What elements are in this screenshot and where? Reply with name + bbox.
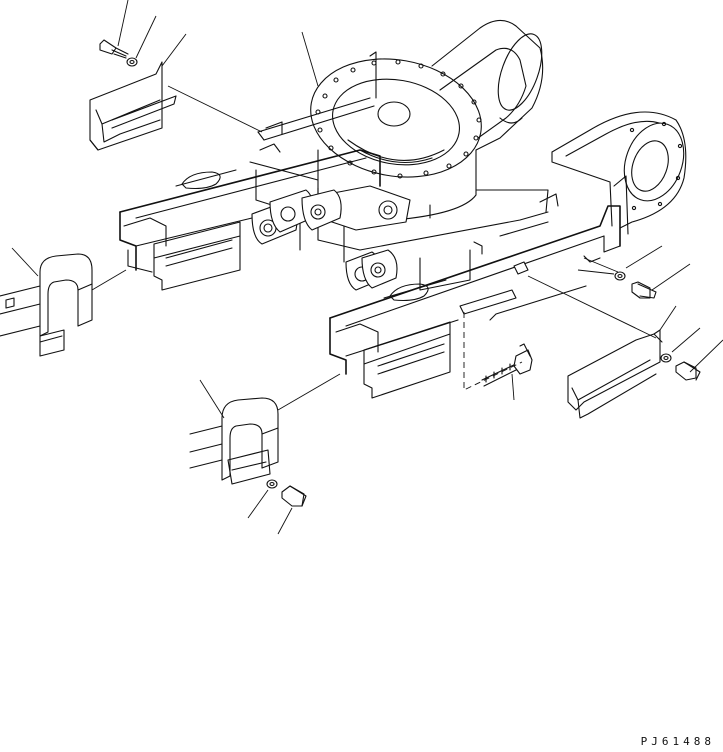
figure-code: PJ61488: [640, 735, 715, 748]
bolt-and-washer-right: [614, 271, 657, 299]
track-frame-right: [329, 205, 621, 399]
guard-plate-upper-left: [89, 61, 177, 151]
guard-plate-lower-right: [567, 329, 663, 419]
track-guide-cap-left: [0, 253, 93, 357]
bolt-and-washer-lower-left: [266, 479, 307, 507]
track-guide-cap-right: [189, 397, 279, 485]
swing-circle-housing: [310, 58, 482, 221]
bolt-and-washer-upper-left: [99, 39, 138, 67]
long-bolt: [481, 343, 533, 387]
track-frame-left: [119, 51, 381, 291]
boom-bracket-rear: [431, 19, 544, 151]
bolt-and-washer-lower-right: [660, 353, 701, 381]
idler-yoke-lugs-left: [251, 189, 342, 245]
boom-bracket-front: [551, 111, 687, 235]
idler-yoke-lugs-right: [345, 249, 398, 291]
assembly-lines: [91, 85, 657, 411]
callout-leaders: [11, 0, 723, 535]
